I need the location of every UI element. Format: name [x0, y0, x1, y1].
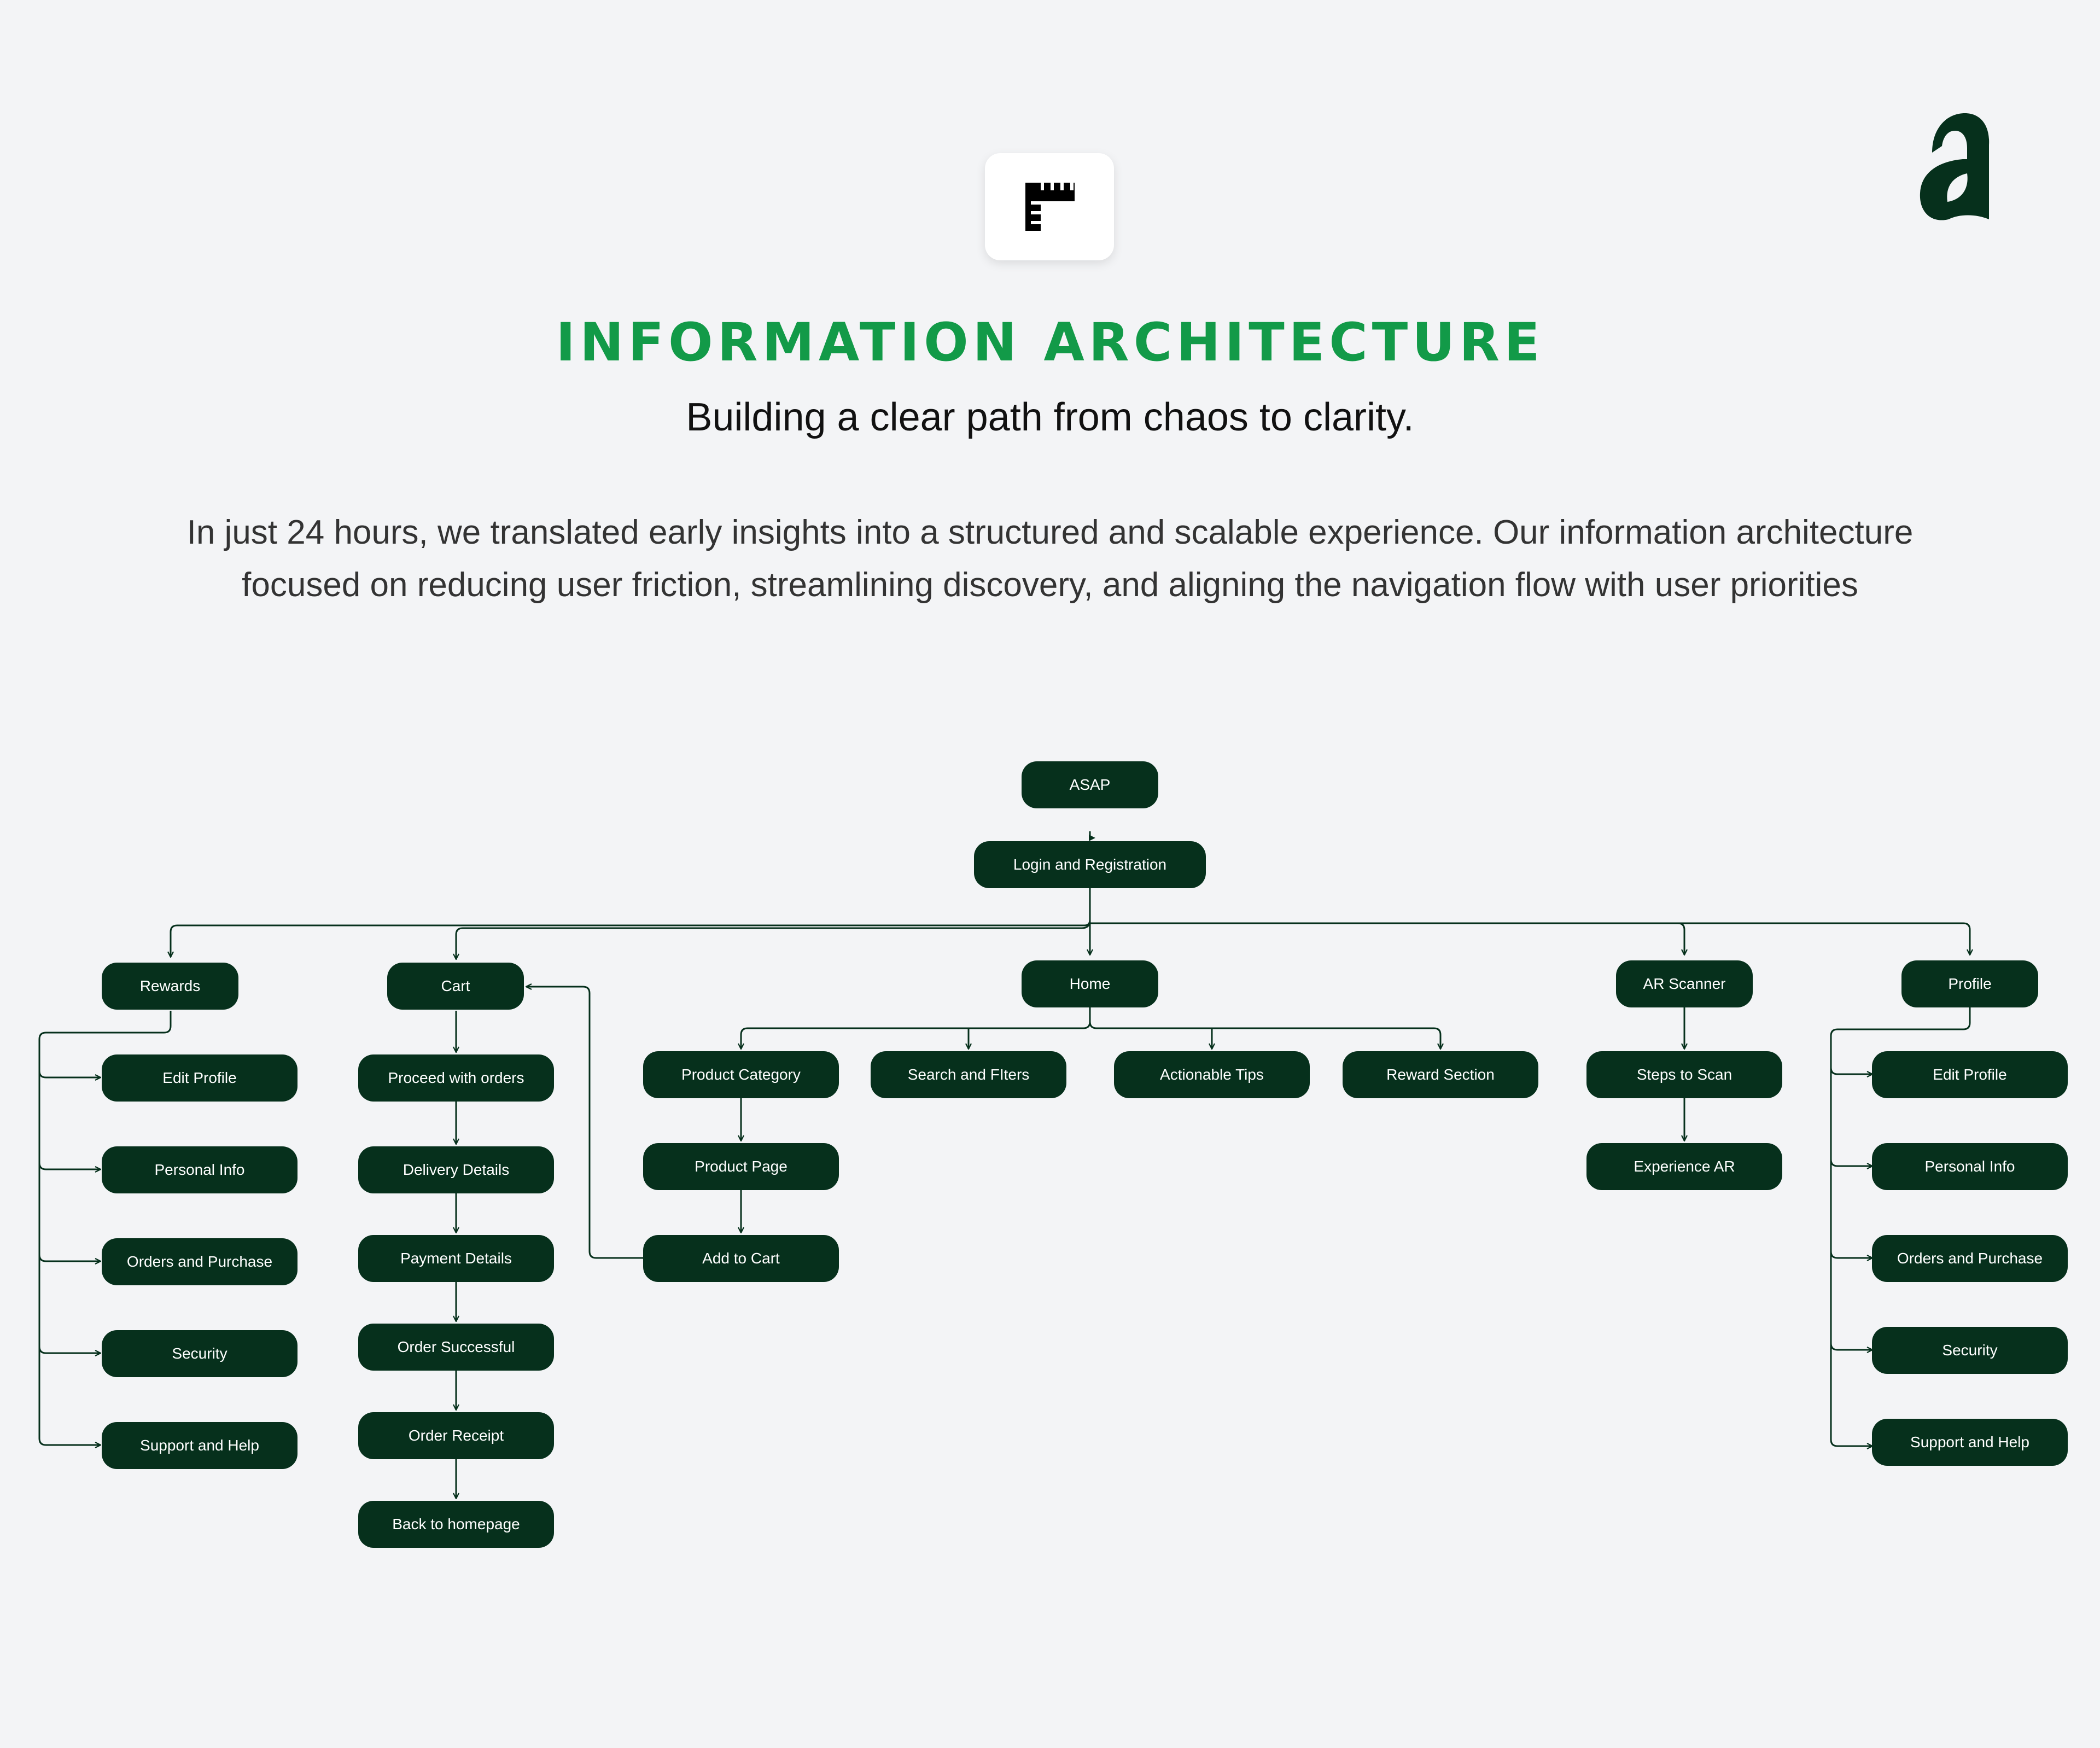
ruler-icon [1025, 183, 1075, 231]
node-search-filters[interactable]: Search and FIters [871, 1051, 1066, 1098]
node-ar-scanner[interactable]: AR Scanner [1616, 960, 1753, 1007]
node-experience-ar[interactable]: Experience AR [1586, 1143, 1782, 1190]
node-reward-section[interactable]: Reward Section [1343, 1051, 1538, 1098]
node-profile[interactable]: Profile [1901, 960, 2038, 1007]
node-profile-security[interactable]: Security [1872, 1327, 2068, 1374]
node-rewards[interactable]: Rewards [102, 963, 238, 1010]
intro-paragraph-line: In just 24 hours, we translated early in… [186, 514, 1914, 551]
node-add-to-cart[interactable]: Add to Cart [643, 1235, 839, 1282]
node-cart[interactable]: Cart [387, 963, 524, 1010]
intro-paragraph: In just 24 hours, we translated early in… [109, 506, 1991, 611]
node-profile-edit-profile[interactable]: Edit Profile [1872, 1051, 2068, 1098]
node-rewards-support-help[interactable]: Support and Help [102, 1422, 298, 1469]
node-home[interactable]: Home [1022, 960, 1158, 1007]
node-actionable-tips[interactable]: Actionable Tips [1114, 1051, 1310, 1098]
node-asap[interactable]: ASAP [1022, 761, 1158, 808]
node-back-to-homepage[interactable]: Back to homepage [358, 1501, 554, 1548]
node-profile-personal-info[interactable]: Personal Info [1872, 1143, 2068, 1190]
node-product-page[interactable]: Product Page [643, 1143, 839, 1190]
brand-logo-icon [1917, 107, 1993, 227]
node-payment-details[interactable]: Payment Details [358, 1235, 554, 1282]
node-order-successful[interactable]: Order Successful [358, 1324, 554, 1371]
page-title: INFORMATION ARCHITECTURE [556, 312, 1544, 373]
node-login-registration[interactable]: Login and Registration [974, 841, 1206, 888]
intro-paragraph-line: focused on reducing user friction, strea… [242, 566, 1858, 604]
node-profile-support-help[interactable]: Support and Help [1872, 1419, 2068, 1466]
ruler-icon-card [985, 153, 1114, 260]
node-delivery-details[interactable]: Delivery Details [358, 1146, 554, 1193]
node-rewards-edit-profile[interactable]: Edit Profile [102, 1054, 298, 1102]
node-steps-to-scan[interactable]: Steps to Scan [1586, 1051, 1782, 1098]
node-order-receipt[interactable]: Order Receipt [358, 1412, 554, 1459]
node-rewards-security[interactable]: Security [102, 1330, 298, 1377]
node-rewards-personal-info[interactable]: Personal Info [102, 1146, 298, 1193]
node-profile-orders-purchase[interactable]: Orders and Purchase [1872, 1235, 2068, 1282]
node-product-category[interactable]: Product Category [643, 1051, 839, 1098]
node-rewards-orders-purchase[interactable]: Orders and Purchase [102, 1238, 298, 1285]
page-subtitle: Building a clear path from chaos to clar… [686, 395, 1414, 439]
node-proceed-with-orders[interactable]: Proceed with orders [358, 1054, 554, 1102]
